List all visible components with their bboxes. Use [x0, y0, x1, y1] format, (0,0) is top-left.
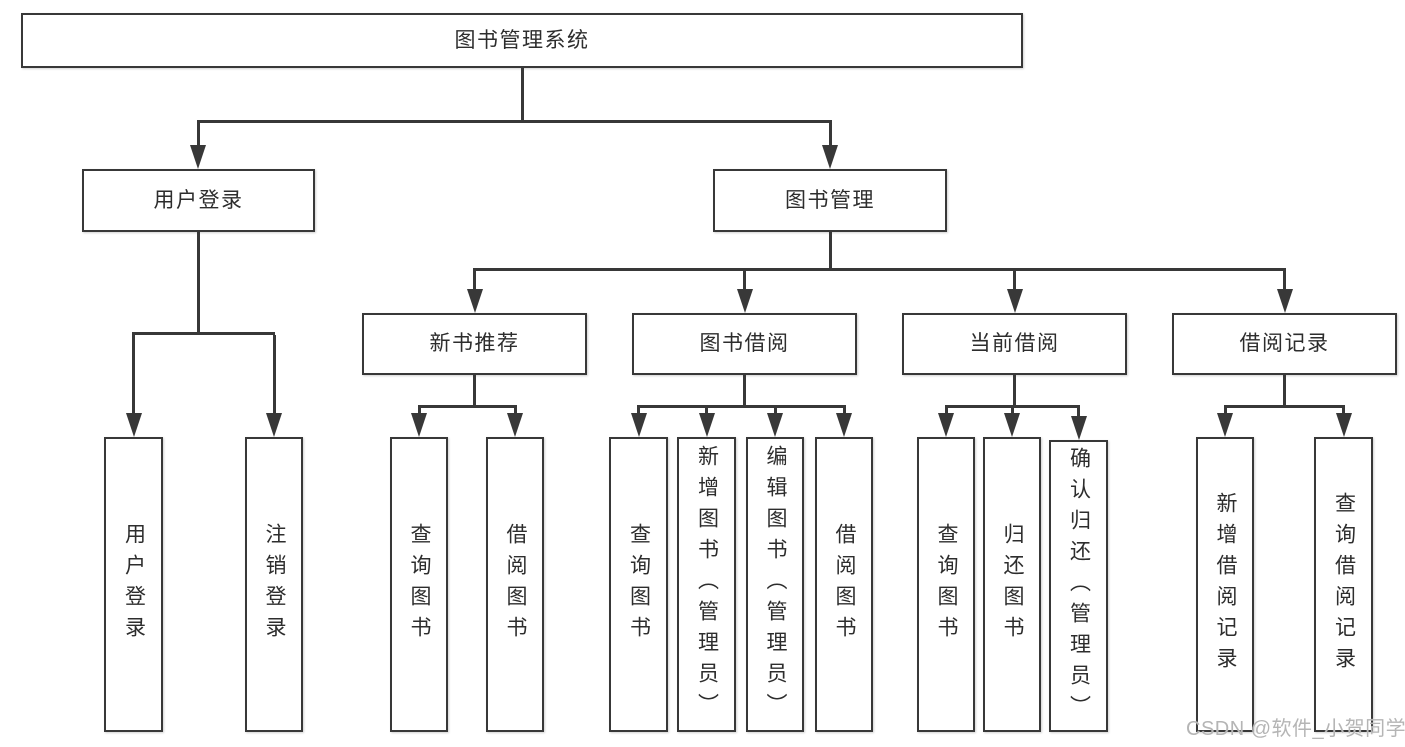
connector-rail [944, 405, 1080, 408]
connector-current-drop [1013, 271, 1016, 291]
connector-user-login-rail [132, 332, 275, 335]
connector-records-drop [1283, 271, 1286, 291]
arrowhead-down-icon [507, 413, 523, 437]
node-leaf-query-books-1: 查询图书 [390, 437, 448, 732]
node-leaf-add-book-admin-label: 新增图书（管理员） [695, 445, 719, 724]
node-book-borrowing-label: 图书借阅 [699, 332, 790, 356]
connector-drop [1342, 408, 1345, 416]
connector-new-book-drop [473, 271, 476, 291]
arrowhead-down-icon [1217, 413, 1233, 437]
connector-rail [1223, 405, 1345, 408]
node-leaf-edit-book-admin-label: 编辑图书（管理员） [764, 445, 788, 724]
connector-drop [1010, 408, 1014, 416]
connector-level1-rail [196, 120, 832, 123]
node-leaf-borrow-books-2: 借阅图书 [815, 437, 873, 732]
node-leaf-query-books-2: 查询图书 [609, 437, 668, 732]
connector-rail [637, 405, 846, 408]
arrowhead-down-icon [1004, 413, 1020, 437]
node-user-login: 用户登录 [82, 169, 315, 232]
node-borrowing-records-label: 借阅记录 [1239, 332, 1330, 356]
node-leaf-query-books-3-label: 查询图书 [935, 522, 959, 647]
arrowhead-down-icon [836, 413, 852, 437]
node-user-login-label: 用户登录 [153, 188, 244, 212]
node-leaf-query-borrow-record-label: 查询借阅记录 [1332, 491, 1356, 678]
node-leaf-query-books-1-label: 查询图书 [408, 522, 432, 647]
connector-drop [705, 408, 708, 416]
node-book-borrowing: 图书借阅 [632, 313, 857, 375]
connector-drop [842, 408, 846, 416]
connector-stem [1283, 375, 1286, 408]
node-leaf-borrow-books-1: 借阅图书 [486, 437, 544, 732]
connector-level2-rail [473, 268, 1286, 271]
connector-stem [743, 375, 746, 408]
connector-drop [417, 408, 421, 416]
node-leaf-add-book-admin: 新增图书（管理员） [677, 437, 736, 732]
connector-user-login-drop [196, 123, 200, 149]
arrowhead-down-icon [411, 413, 427, 437]
arrowhead-down-icon [630, 413, 647, 437]
node-borrowing-records: 借阅记录 [1172, 313, 1397, 375]
node-library-system-label: 图书管理系统 [454, 28, 590, 52]
arrowhead-down-icon [266, 413, 282, 437]
connector-borrowing-drop [743, 271, 746, 291]
connector-logout-drop [272, 335, 276, 415]
arrowhead-down-icon [1335, 413, 1352, 437]
connector-rail [417, 405, 517, 408]
node-leaf-query-books-3: 查询图书 [917, 437, 975, 732]
node-book-management-label: 图书管理 [785, 188, 875, 212]
arrowhead-down-icon [822, 145, 838, 169]
connector-drop [773, 408, 777, 416]
arrowhead-down-icon [767, 413, 783, 437]
node-leaf-logout-label: 注销登录 [263, 522, 287, 647]
node-book-management: 图书管理 [713, 169, 947, 232]
connector-drop [513, 408, 517, 416]
arrowhead-down-icon [190, 145, 206, 169]
node-leaf-user-login: 用户登录 [104, 437, 163, 732]
arrowhead-down-icon [466, 289, 483, 313]
node-library-system: 图书管理系统 [21, 13, 1023, 68]
connector-book-mgmt-stem [828, 232, 832, 270]
arrowhead-down-icon [125, 413, 142, 437]
connector-book-mgmt-drop [828, 123, 832, 149]
connector-stem [473, 375, 476, 408]
connector-drop [944, 408, 948, 416]
node-leaf-query-books-2-label: 查询图书 [627, 522, 651, 647]
node-leaf-edit-book-admin: 编辑图书（管理员） [746, 437, 804, 732]
node-new-book-recommend: 新书推荐 [362, 313, 587, 375]
csdn-watermark: CSDN @软件_小贺同学 [1186, 718, 1405, 740]
node-current-borrowing: 当前借阅 [902, 313, 1127, 375]
connector-root-stem [520, 68, 524, 122]
node-leaf-add-borrow-record-label: 新增借阅记录 [1214, 491, 1238, 678]
node-leaf-return-book-label: 归还图书 [1001, 522, 1025, 647]
arrowhead-down-icon [736, 289, 753, 313]
connector-drop [1077, 408, 1080, 416]
node-leaf-confirm-return-admin: 确认归还（管理员） [1049, 440, 1108, 732]
node-leaf-return-book: 归还图书 [983, 437, 1041, 732]
connector-drop [1223, 408, 1227, 416]
node-leaf-borrow-books-2-label: 借阅图书 [833, 522, 857, 647]
arrowhead-down-icon [1276, 289, 1293, 313]
connector-stem [1013, 375, 1016, 408]
node-leaf-add-borrow-record: 新增借阅记录 [1196, 437, 1254, 732]
node-leaf-query-borrow-record: 查询借阅记录 [1314, 437, 1373, 732]
connector-drop [637, 408, 640, 416]
node-leaf-borrow-books-1-label: 借阅图书 [504, 522, 528, 647]
arrowhead-down-icon [938, 413, 954, 437]
node-leaf-logout: 注销登录 [245, 437, 303, 732]
connector-user-login-stem [196, 232, 200, 334]
arrowhead-down-icon [1070, 416, 1087, 440]
arrowhead-down-icon [698, 413, 715, 437]
node-current-borrowing-label: 当前借阅 [969, 332, 1060, 356]
node-new-book-recommend-label: 新书推荐 [429, 332, 520, 356]
node-leaf-user-login-label: 用户登录 [122, 522, 146, 647]
arrowhead-down-icon [1006, 289, 1023, 313]
node-leaf-confirm-return-admin-label: 确认归还（管理员） [1067, 446, 1091, 726]
connector-login-drop [132, 335, 135, 415]
